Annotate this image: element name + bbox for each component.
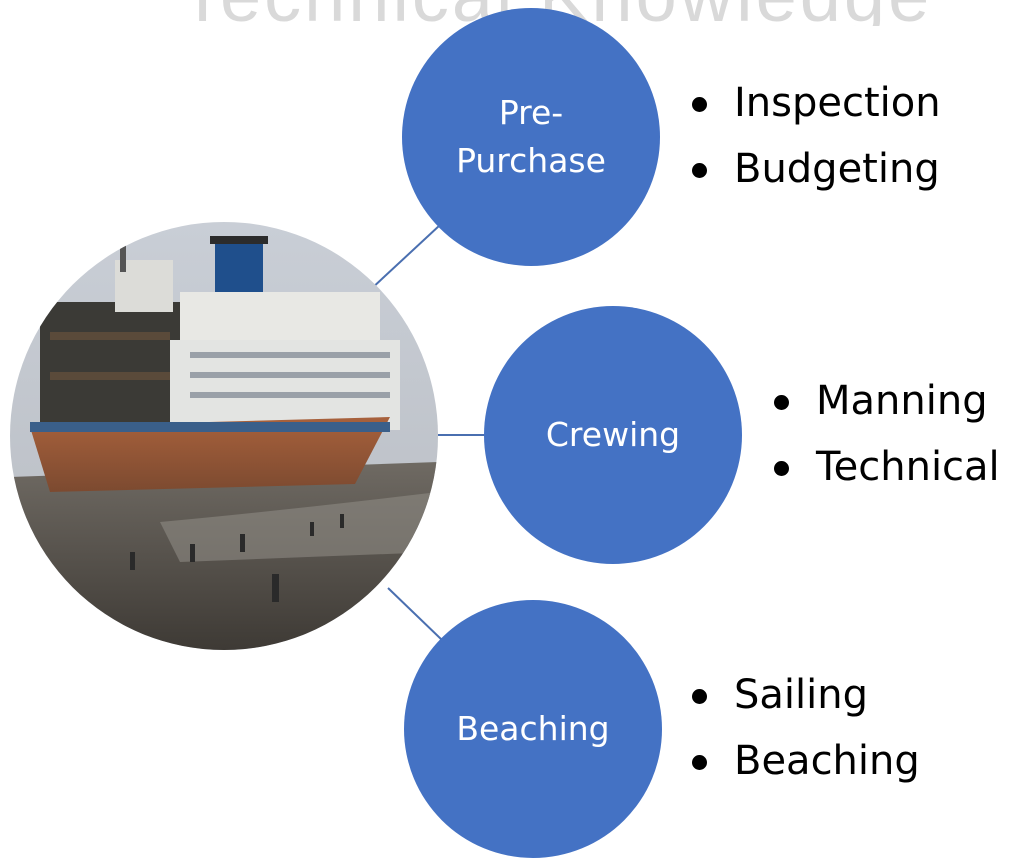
bullet-dot-icon (692, 163, 707, 178)
bullet-dot-icon (692, 689, 707, 704)
bullet-text: Manning (816, 378, 988, 424)
bullet-item: Sailing (686, 662, 920, 728)
bullet-item: Beaching (686, 728, 920, 794)
bullet-item: Budgeting (686, 136, 941, 202)
beaching-bullets: Sailing Beaching (686, 662, 920, 794)
bullet-dot-icon (692, 755, 707, 770)
bullet-item: Manning (768, 368, 1000, 434)
node-crewing: Crewing (484, 306, 742, 564)
ship-photo (10, 222, 438, 650)
bullet-text: Inspection (734, 80, 941, 126)
bullet-dot-icon (774, 395, 789, 410)
bullet-text: Technical (816, 444, 1000, 490)
node-pre-purchase-label: Pre-Purchase (456, 93, 606, 180)
connector-pre (369, 224, 441, 291)
connector-beach (387, 587, 443, 641)
node-pre-purchase: Pre-Purchase (402, 8, 660, 266)
bullet-text: Beaching (734, 738, 920, 784)
node-beaching-label: Beaching (456, 709, 610, 749)
bullet-item: Inspection (686, 70, 941, 136)
node-beaching: Beaching (404, 600, 662, 858)
pre-purchase-bullets: Inspection Budgeting (686, 70, 941, 202)
bullet-text: Budgeting (734, 146, 940, 192)
node-crewing-label: Crewing (545, 415, 681, 455)
bullet-dot-icon (774, 461, 789, 476)
bullet-dot-icon (692, 97, 707, 112)
bullet-item: Technical (768, 434, 1000, 500)
crewing-bullets: Manning Technical (768, 368, 1000, 500)
bullet-text: Sailing (734, 672, 868, 718)
